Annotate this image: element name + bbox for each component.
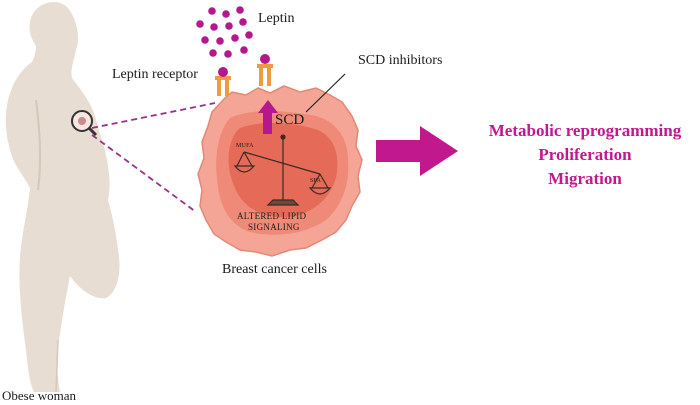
dashed-connector-upper xyxy=(91,102,216,129)
altered-lipid-label-line2: SIGNALING xyxy=(248,222,300,232)
leptin-receptor-right xyxy=(257,54,273,86)
outcome-proliferation: Proliferation xyxy=(538,145,632,164)
sfa-label: SFA xyxy=(310,178,322,184)
scd-label: SCD xyxy=(275,112,305,128)
outcome-arrow-icon xyxy=(376,126,458,176)
leptin-receptor-left xyxy=(215,67,231,96)
outcome-metabolic-reprogramming: Metabolic reprogramming xyxy=(488,121,682,140)
obese-woman-figure xyxy=(5,2,120,393)
mufa-label: MUFA xyxy=(236,143,254,149)
magnifier-icon xyxy=(71,110,98,137)
outcome-migration: Migration xyxy=(548,169,622,188)
leptin-label: Leptin xyxy=(258,11,295,26)
scd-inhibitor-pointer xyxy=(305,73,346,113)
altered-lipid-label-line1: ALTERED LIPID xyxy=(237,211,307,221)
breast-cancer-cells-label: Breast cancer cells xyxy=(222,262,327,277)
obese-woman-label: Obese woman xyxy=(2,388,77,403)
leptin-molecules xyxy=(196,6,253,58)
breast-cancer-cell xyxy=(197,85,363,257)
scd-up-arrow-icon xyxy=(258,100,278,134)
leptin-receptor-label: Leptin receptor xyxy=(112,67,198,82)
dashed-connector-lower xyxy=(91,134,197,213)
scd-inhibitors-label: SCD inhibitors xyxy=(358,53,443,68)
balance-scale-icon xyxy=(233,134,332,206)
